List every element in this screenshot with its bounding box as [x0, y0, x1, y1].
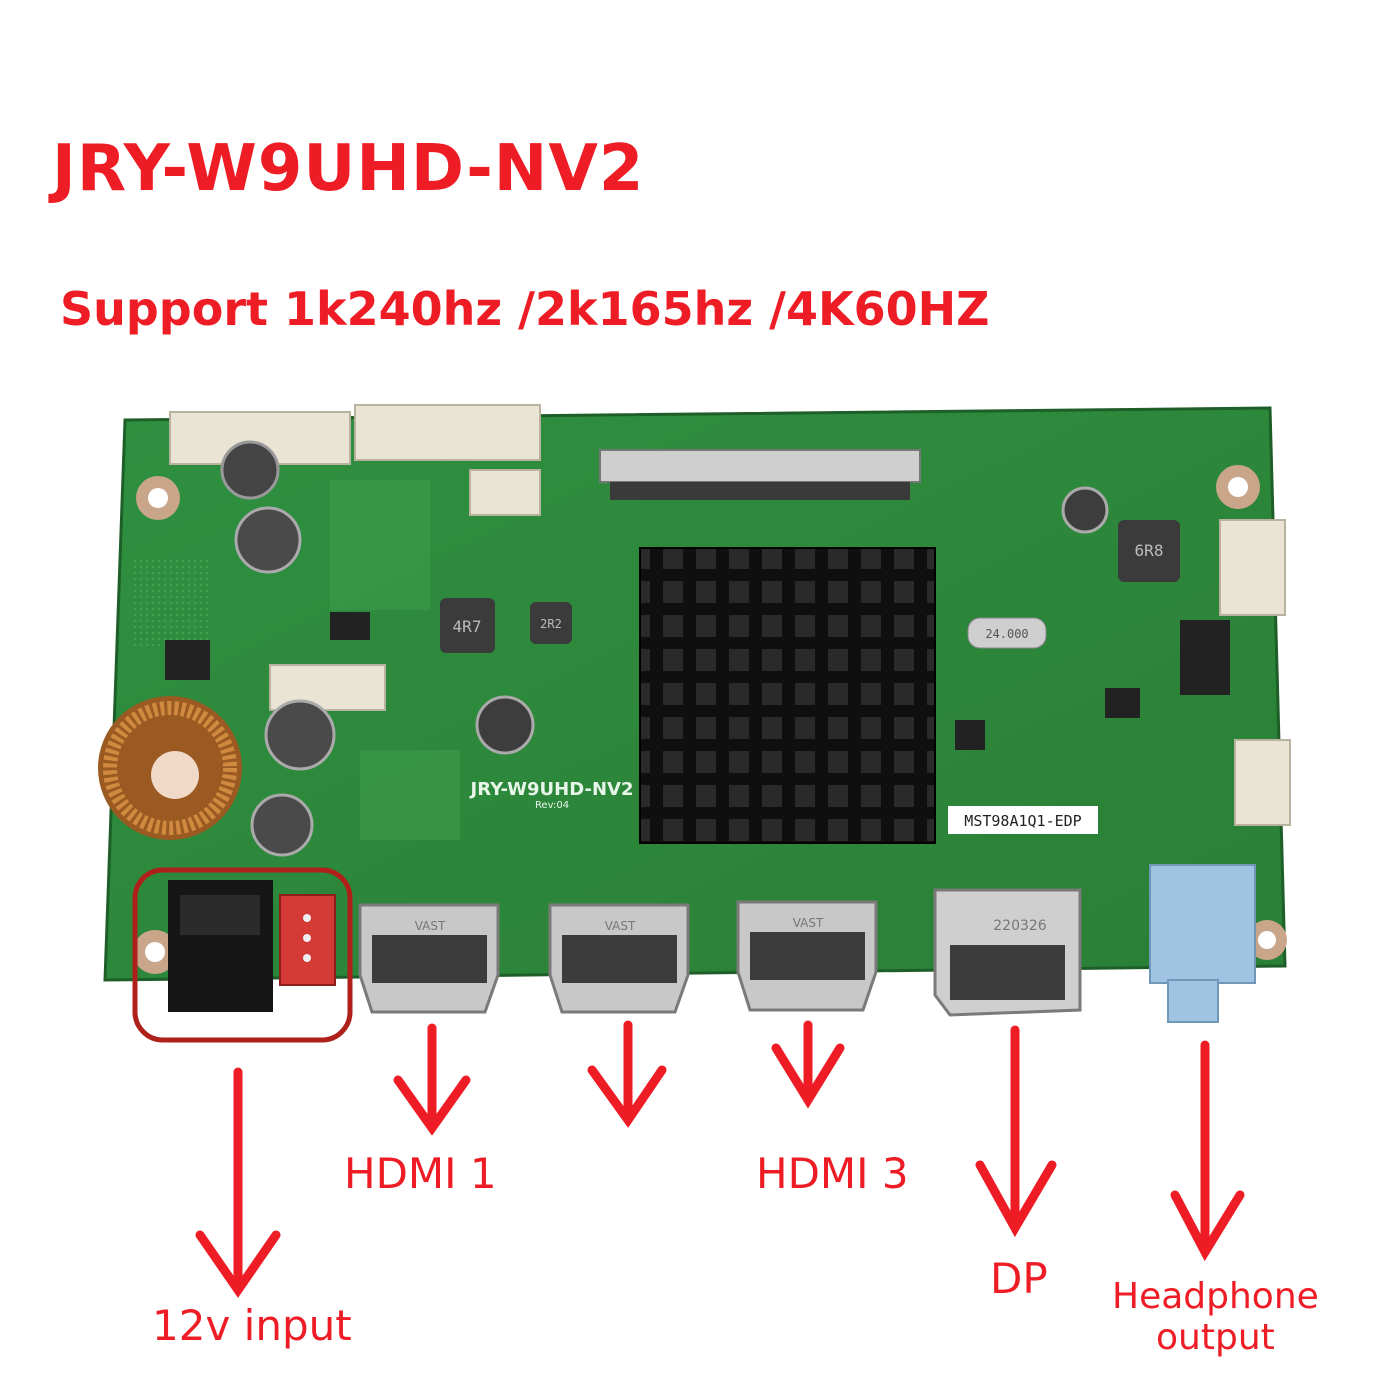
resolution-support-text: Support 1k240hz /2k165hz /4K60HZ: [60, 282, 990, 336]
silkscreen-rev: Rev:04: [535, 800, 569, 811]
silkscreen-model: JRY-W9UHD-NV2: [469, 779, 634, 800]
chip-label: MST98A1Q1-EDP: [964, 812, 1081, 830]
product-title: JRY-W9UHD-NV2: [52, 132, 645, 206]
hdmi-port-3: VAST: [736, 900, 878, 1012]
hdmi-2-brand: VAST: [605, 919, 636, 933]
inductor-6r8-label: 6R8: [1135, 541, 1164, 560]
hdmi-1-brand: VAST: [415, 919, 446, 933]
dp-stamp: 220326: [993, 918, 1047, 934]
toroid-inductor: [98, 696, 242, 840]
hdmi-port-1: VAST: [358, 903, 500, 1014]
power-jack: [168, 880, 336, 1012]
smd-components: 4R7 2R2 6R8 24.000: [165, 520, 1230, 750]
inductor-2r2-label: 2R2: [540, 617, 562, 631]
hdmi-port-2: VAST: [548, 903, 690, 1014]
power-highlight-box: [132, 867, 353, 1043]
annotation-arrows: [195, 1020, 1245, 1298]
displayport-port: 220326: [933, 888, 1082, 1017]
hdmi-3-brand: VAST: [793, 916, 824, 930]
headphone-jack: [1149, 864, 1256, 1023]
label-dp: DP: [990, 1254, 1048, 1303]
label-hdmi-1: HDMI 1: [344, 1149, 497, 1198]
label-headphone-output: Headphone output: [1112, 1276, 1319, 1359]
chip-sticker: [948, 806, 1098, 834]
heatsink: [639, 547, 936, 844]
electrolytic-capacitors: [220, 440, 1109, 857]
inductor-4r7-label: 4R7: [453, 617, 482, 636]
crystal-label: 24.000: [985, 627, 1028, 641]
label-hdmi-3: HDMI 3: [756, 1149, 909, 1198]
mounting-holes: [133, 465, 1287, 974]
label-12v-input: 12v input: [152, 1301, 352, 1350]
